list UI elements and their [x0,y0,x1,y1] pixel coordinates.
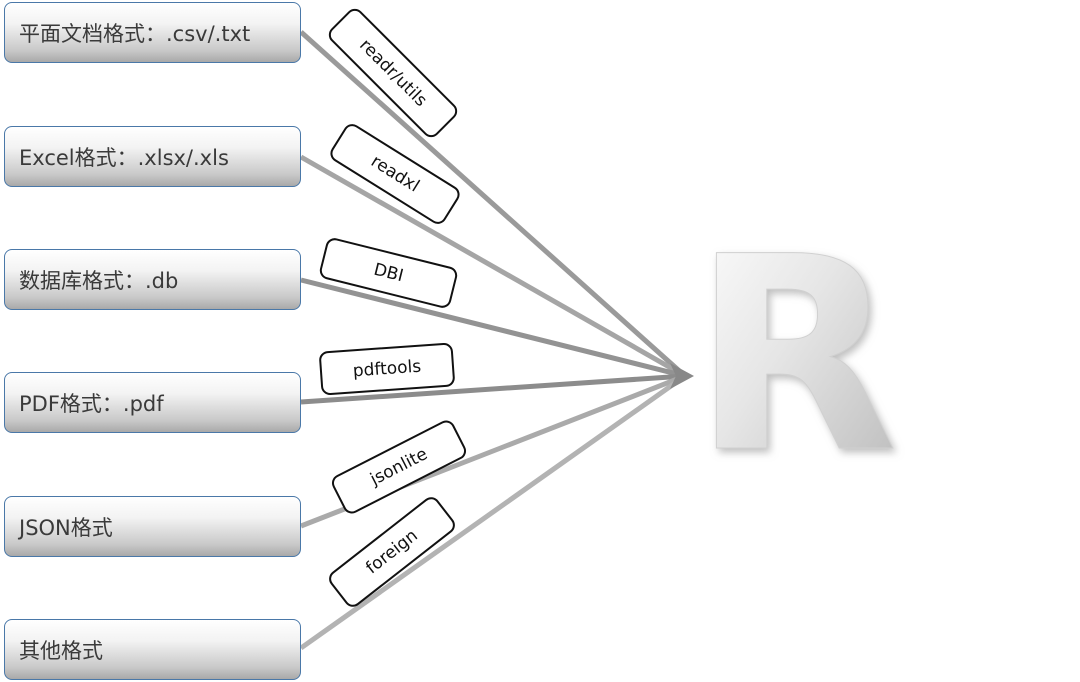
arrow-line-csv [299,30,687,378]
source-box-other: 其他格式 [4,619,301,680]
source-box-csv: 平面文档格式：.csv/.txt [4,2,301,63]
source-label-excel: Excel格式：.xlsx/.xls [19,145,229,170]
arrow-head [670,363,694,389]
source-label-csv: 平面文档格式：.csv/.txt [19,21,251,46]
package-label-pdftools: pdftools [318,342,456,396]
source-label-other: 其他格式 [19,638,103,663]
arrow-line-other [299,373,687,651]
arrow-line-pdf [300,373,686,405]
arrow-line-excel [299,154,687,379]
source-box-json: JSON格式 [4,496,301,557]
source-label-db: 数据库格式：.db [19,268,179,293]
source-box-excel: Excel格式：.xlsx/.xls [4,126,301,187]
source-label-pdf: PDF格式：.pdf [19,391,164,416]
source-box-db: 数据库格式：.db [4,249,301,310]
source-box-pdf: PDF格式：.pdf [4,372,301,433]
source-label-json: JSON格式 [19,515,113,540]
target-r-label: R [692,200,898,512]
arrow-line-db [300,277,686,379]
